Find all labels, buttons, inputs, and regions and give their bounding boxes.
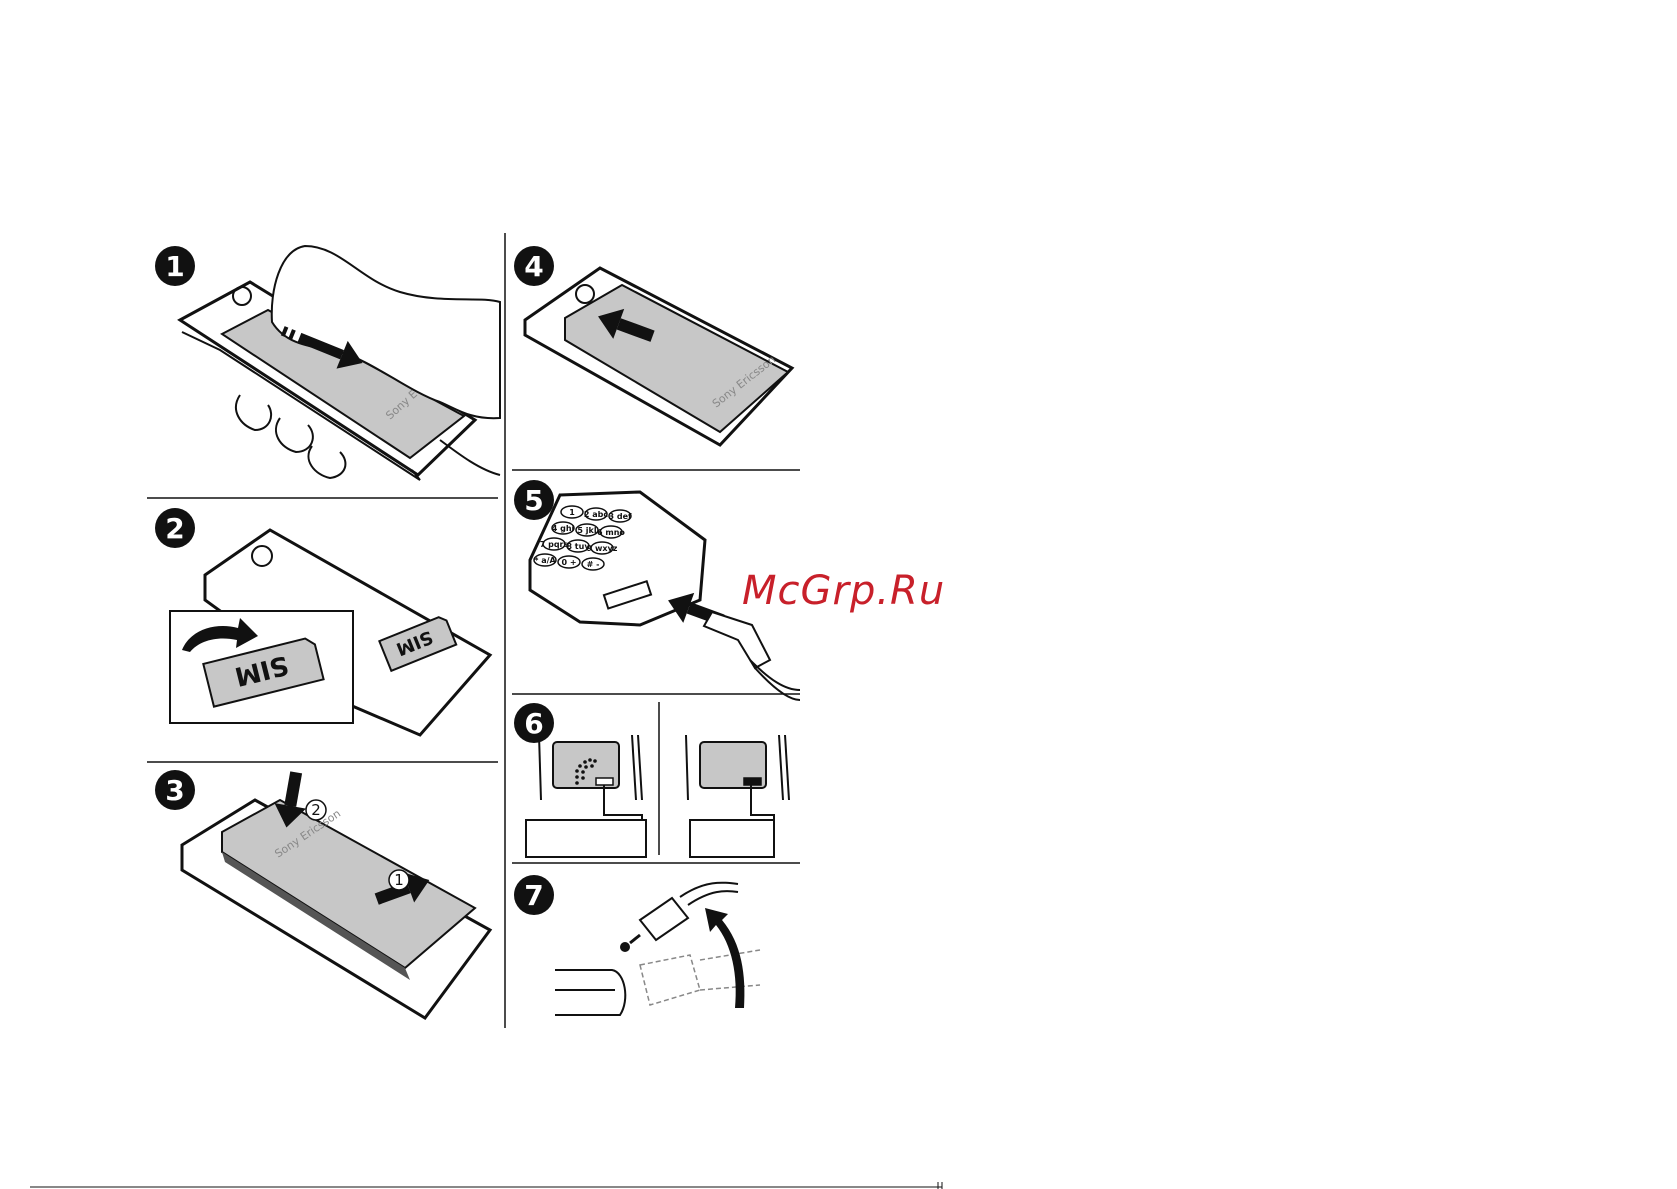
battery-full-icon (744, 778, 761, 785)
step-number: 1 (165, 250, 184, 283)
step-2-panel: 2 SIM SIM (155, 508, 490, 735)
charger-plug (640, 898, 688, 940)
substep-label: 2 (311, 801, 321, 819)
keypad-key-label: 5 jkl (577, 526, 596, 535)
step-4-panel: 4 Sony Ericsson (514, 246, 792, 445)
substep-label: 1 (394, 871, 404, 889)
keypad-key-label: * a/A (534, 556, 556, 565)
watermark: McGrp.Ru (742, 568, 945, 614)
step-number: 6 (524, 707, 543, 740)
step-7-panel: 7 (514, 875, 760, 1015)
keypad-key-label: 4 ghi (552, 524, 575, 533)
keypad-key-label: 0 + (561, 558, 576, 567)
step-number: 3 (165, 774, 184, 807)
footer-ticks (938, 1182, 942, 1189)
step-3-panel: 3 Sony Ericsson 1 2 (155, 770, 490, 1018)
battery-indicator-icon (596, 778, 613, 785)
keypad-key-label: 2 abc (584, 510, 608, 519)
phone-edge (555, 970, 625, 1015)
step-1-panel: 1 Sony E (155, 246, 500, 480)
keypad-key-label: # - (587, 560, 600, 569)
step-6-panel: 6 (514, 703, 789, 857)
step-number: 7 (524, 879, 543, 912)
callout-box (690, 820, 774, 857)
charger-plug (704, 612, 770, 668)
keypad-key-label: 9 wxyz (587, 544, 618, 553)
step-number: 5 (524, 484, 543, 517)
keypad-key-label: 1 (569, 508, 575, 517)
keypad-key-label: 6 mno (597, 528, 625, 537)
keypad-key-label: 7 pqrs (540, 540, 569, 549)
callout-box (526, 820, 646, 857)
keypad-key-label: 3 def (609, 512, 633, 521)
charger-plug-ghost (640, 955, 700, 1005)
step-number: 4 (524, 250, 543, 283)
step-number: 2 (165, 512, 184, 545)
